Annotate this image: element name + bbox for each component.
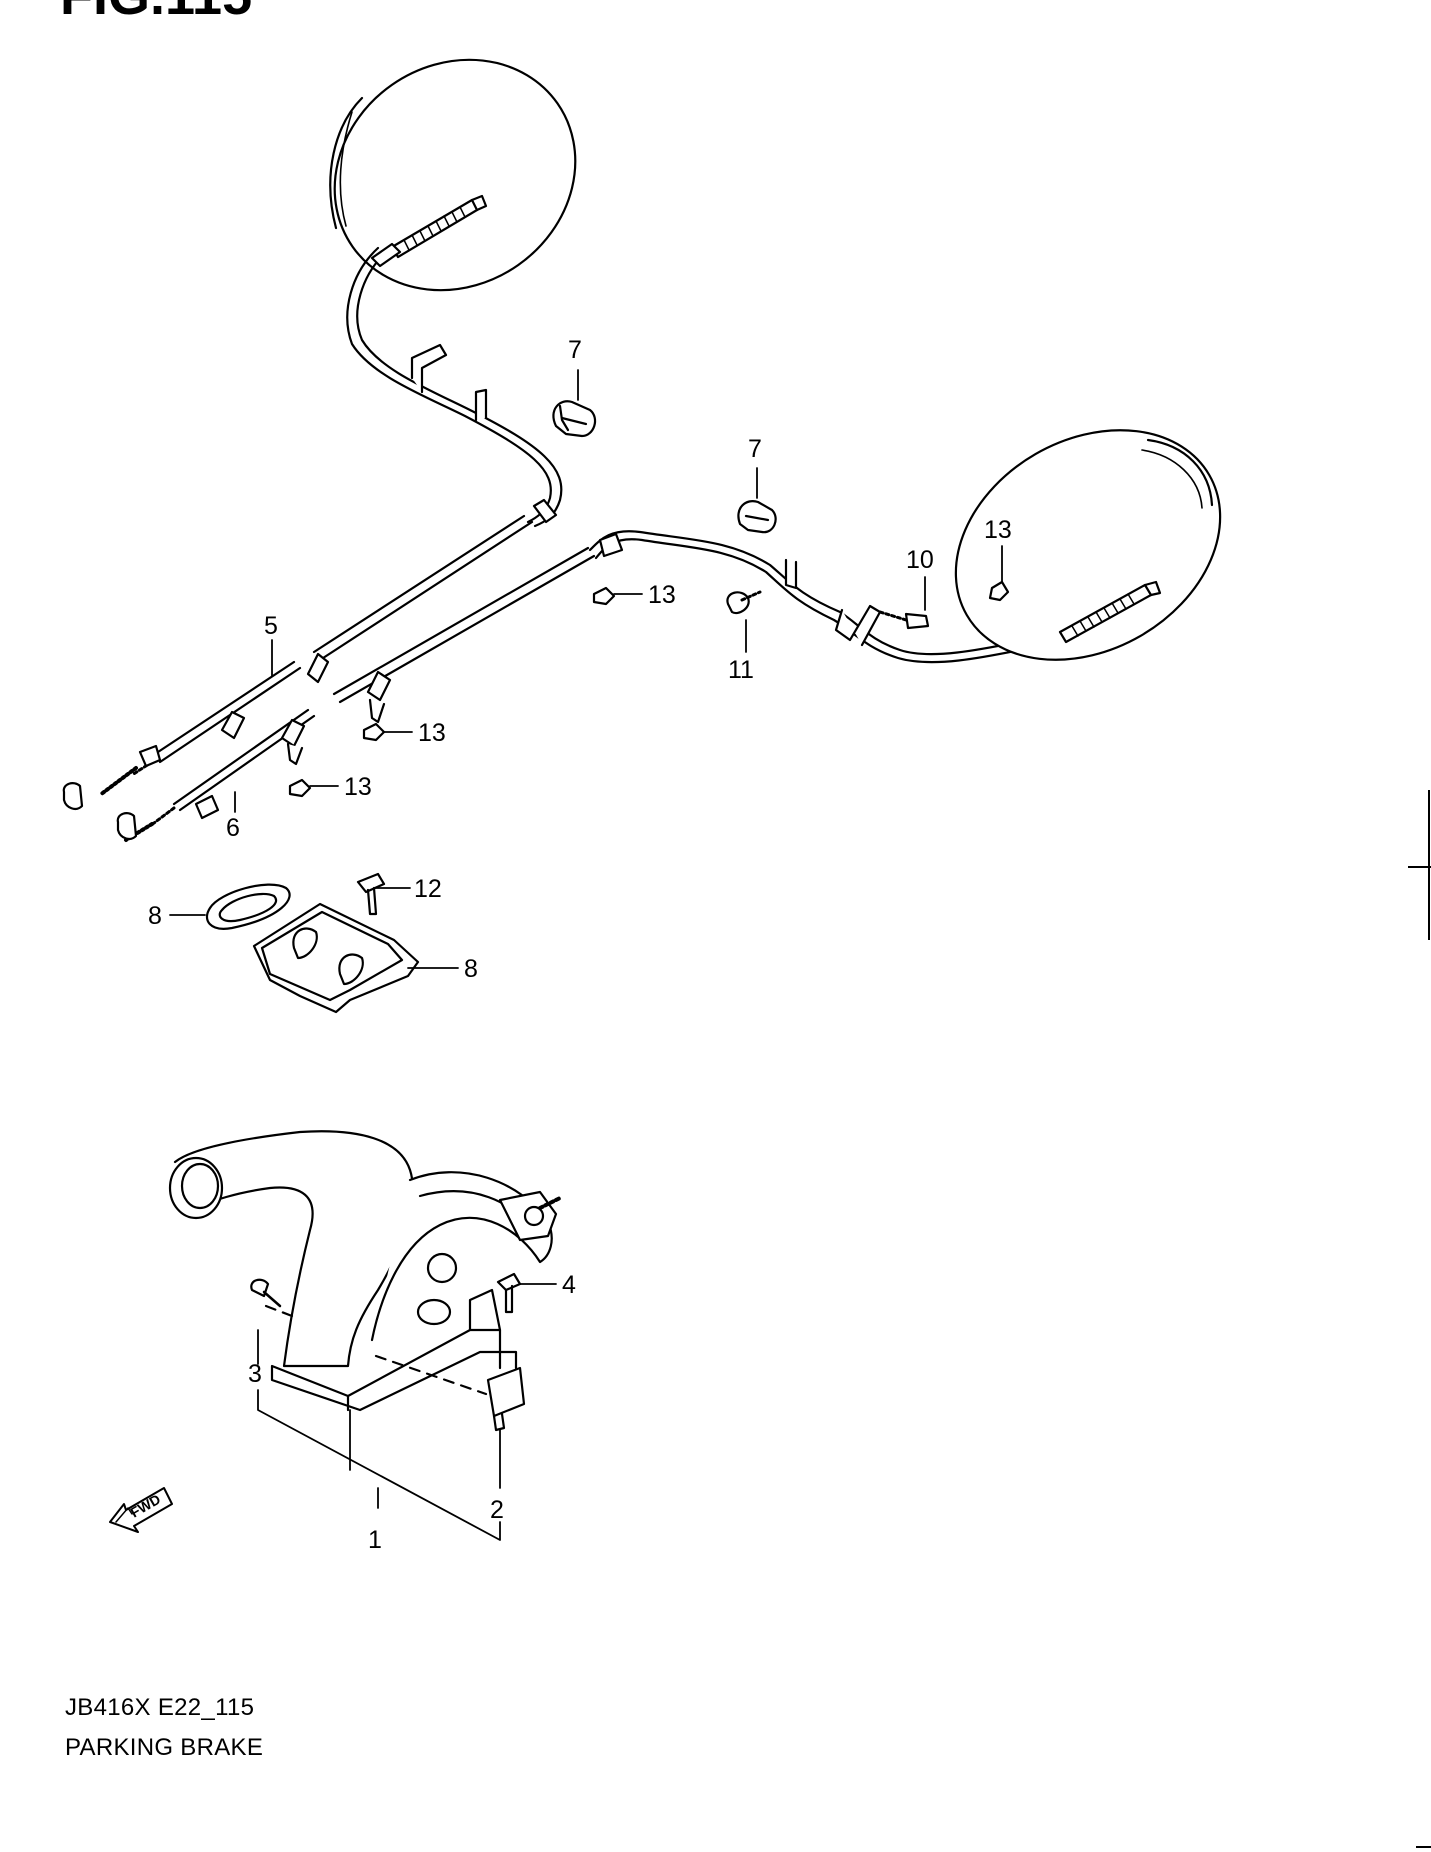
callout-1: 1 — [368, 1526, 382, 1554]
edge-mark-horizontal — [1408, 866, 1431, 868]
nut-13-lower-2 — [288, 778, 312, 798]
callout-13-lower-2: 13 — [344, 773, 372, 801]
boot-cover-8 — [252, 902, 420, 1014]
nut-13-middle — [592, 586, 616, 606]
callout-11: 11 — [728, 656, 754, 684]
diagram-code: JB416X E22_115 — [65, 1694, 255, 1721]
brake-drum-upper-left — [329, 58, 577, 292]
edge-mark-vertical — [1428, 790, 1430, 940]
callout-5: 5 — [264, 612, 278, 640]
callout-12: 12 — [414, 875, 442, 903]
callout-3: 3 — [248, 1360, 262, 1388]
callout-2: 2 — [490, 1496, 504, 1524]
nut-13-right — [988, 580, 1010, 602]
callout-labels: 7 7 13 10 13 11 5 13 13 6 8 12 8 4 3 2 1 — [148, 336, 1012, 1554]
bolt-12 — [356, 872, 386, 916]
bolt-11 — [726, 590, 762, 615]
callout-7-lower: 7 — [748, 435, 762, 463]
callout-10: 10 — [906, 546, 934, 574]
bolt-4 — [496, 1272, 522, 1314]
figure-number: FIG.115 — [60, 0, 252, 26]
callout-4: 4 — [562, 1271, 576, 1299]
fwd-arrow-icon: FWD — [109, 1487, 173, 1533]
callout-13-middle: 13 — [648, 581, 676, 609]
edge-mark-bottom — [1416, 1846, 1431, 1848]
grommet-9 — [205, 883, 291, 930]
parking-brake-lever — [168, 1130, 562, 1432]
parking-brake-cable-6 — [116, 530, 1032, 842]
callout-6: 6 — [226, 814, 240, 842]
screw-3 — [250, 1278, 282, 1308]
callout-13-lower-1: 13 — [418, 719, 446, 747]
cable-clip-7-lower — [737, 500, 777, 534]
callout-8: 8 — [464, 955, 478, 983]
callout-13-right: 13 — [984, 516, 1012, 544]
brake-drum-right — [954, 429, 1222, 661]
cable-bracket-right — [286, 532, 882, 766]
nut-13-lower-1 — [362, 722, 386, 742]
cable-clip-7-upper — [552, 400, 597, 438]
parking-brake-cable-5 — [62, 242, 563, 810]
callout-7-upper: 7 — [568, 336, 582, 364]
bolt-10 — [878, 610, 930, 630]
callout-9: 8 — [148, 902, 162, 930]
cable-bracket-upper-left — [410, 343, 558, 524]
diagram-title: PARKING BRAKE — [65, 1734, 264, 1761]
leader-lines — [169, 369, 1003, 1541]
